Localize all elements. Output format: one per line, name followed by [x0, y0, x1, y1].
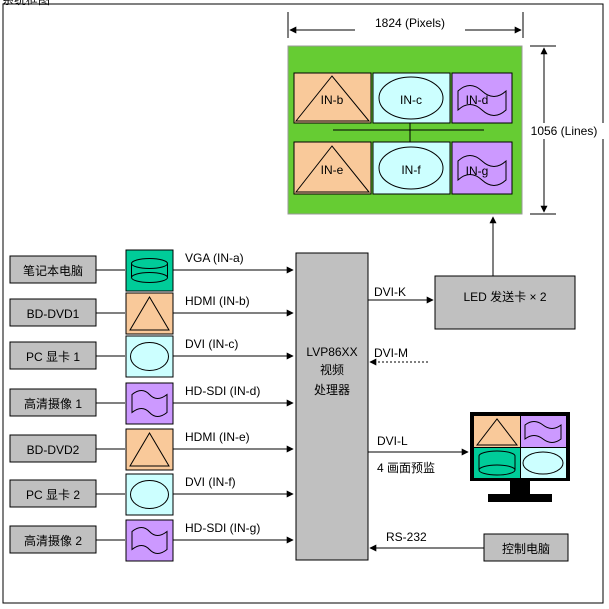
source-box — [9, 479, 97, 508]
source-box — [9, 525, 97, 554]
led-sender-label: LED 发送卡 × 2 — [463, 289, 546, 304]
signal-label: DVI (IN-f) — [185, 475, 236, 489]
signal-label: DVI (IN-c) — [185, 337, 238, 351]
signal-label: HD-SDI (IN-d) — [185, 384, 260, 398]
triangle-icon — [129, 296, 170, 331]
dvi-m-label: DVI-M — [374, 346, 408, 360]
dvi-k-label: DVI-K — [374, 285, 406, 299]
processor-model: LVP86XX — [306, 345, 357, 359]
ellipse-icon — [130, 480, 169, 509]
signal-label: HDMI (IN-e) — [185, 430, 250, 444]
preview-label: 4 画面预监 — [377, 461, 435, 475]
dvi-l-label: DVI-L — [377, 434, 408, 448]
outer-frame — [2, 3, 604, 604]
signal-label: HDMI (IN-b) — [185, 294, 250, 308]
source-row: 高清摄像 2 HD-SDI (IN-g) — [9, 519, 294, 562]
source-box — [9, 388, 97, 417]
source-row: BD-DVD1 HDMI (IN-b) — [9, 292, 294, 335]
signal-label: HD-SDI (IN-g) — [185, 521, 260, 535]
led-sender-box: LED 发送卡 × 2 — [434, 275, 576, 330]
source-row: PC 显卡 1 DVI (IN-c) — [9, 335, 294, 378]
source-box — [9, 341, 97, 370]
width-label: 1824 (Pixels) — [375, 16, 445, 30]
tile-label: IN-e — [321, 163, 344, 177]
sources: 笔记本电脑 VGA (IN-a) BD-DVD1 HDMI (IN-b) PC 显卡 1… — [9, 249, 294, 562]
control-pc-box: 控制电脑 — [483, 533, 569, 562]
tile-in-c: IN-c — [372, 72, 451, 124]
processor-line3: 处理器 — [314, 383, 350, 397]
display-wall: 1824 (Pixels) IN-b IN-c IN-d IN-e — [287, 12, 606, 215]
preview-monitor — [470, 412, 570, 502]
tile-label: IN-g — [466, 164, 489, 178]
source-label: PC 显卡 1 — [26, 350, 80, 364]
source-box — [9, 434, 97, 463]
tile-label: IN-b — [321, 93, 344, 107]
tile-in-e: IN-e — [293, 141, 372, 195]
wave-flag-icon — [131, 390, 168, 417]
outputs: DVI-K LED 发送卡 × 2 DVI-M DVI-L 4 画面预监 — [368, 216, 576, 562]
video-processor: LVP86XX 视频 处理器 — [295, 252, 369, 561]
source-label: 高清摄像 1 — [24, 396, 82, 411]
tile-label: IN-c — [400, 93, 422, 107]
tile-label: IN-d — [466, 93, 489, 107]
triangle-icon — [129, 432, 170, 467]
tile-in-d: IN-d — [451, 72, 513, 124]
processor-line2: 视频 — [320, 362, 344, 377]
source-row: BD-DVD2 HDMI (IN-e) — [9, 428, 294, 471]
source-label: BD-DVD1 — [27, 307, 80, 321]
source-label: 笔记本电脑 — [23, 263, 83, 278]
ellipse-icon — [130, 342, 169, 371]
source-label: BD-DVD2 — [27, 443, 80, 457]
signal-label: VGA (IN-a) — [185, 251, 244, 265]
source-row: 笔记本电脑 VGA (IN-a) — [9, 249, 294, 292]
tile-in-f: IN-f — [372, 141, 451, 195]
source-row: 高清摄像 1 HD-SDI (IN-d) — [9, 382, 294, 425]
wave-flag-icon — [131, 527, 168, 554]
source-label: PC 显卡 2 — [26, 488, 80, 502]
source-box — [9, 255, 97, 284]
control-pc-label: 控制电脑 — [502, 542, 550, 556]
rs232-label: RS-232 — [386, 530, 427, 544]
height-label: 1056 (Lines) — [531, 124, 598, 138]
tile-in-g: IN-g — [451, 141, 513, 195]
tile-label: IN-f — [401, 163, 421, 177]
tile-in-b: IN-b — [293, 72, 372, 124]
cylinder-icon — [131, 258, 168, 283]
source-label: 高清摄像 2 — [24, 533, 82, 548]
source-row: PC 显卡 2 DVI (IN-f) — [9, 473, 294, 516]
